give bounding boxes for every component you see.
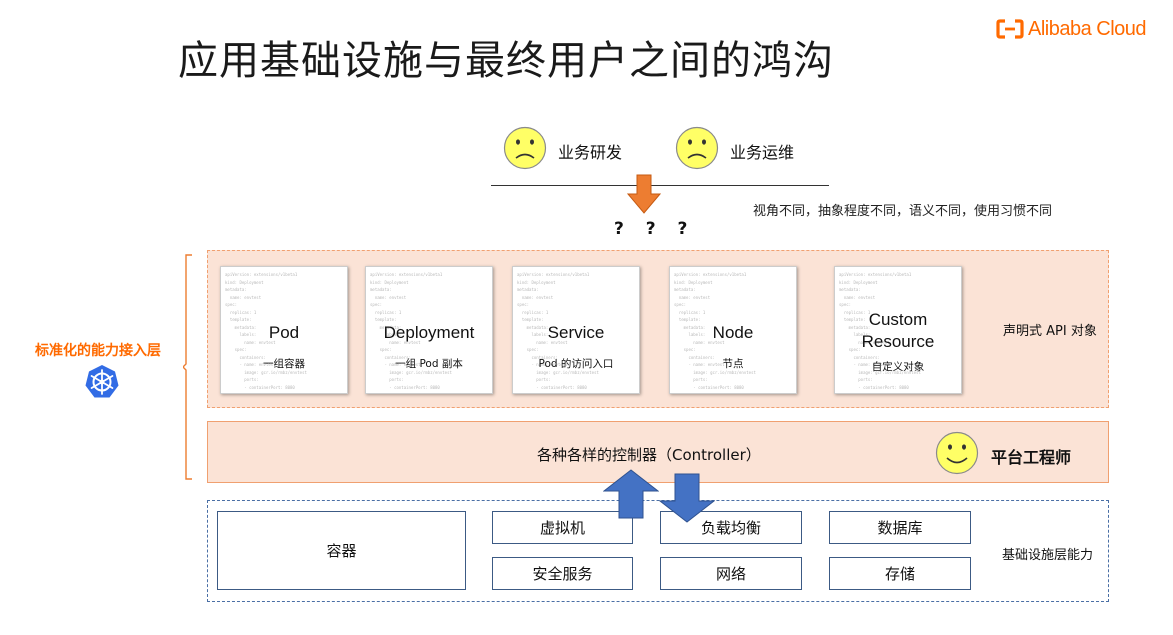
api-object-card-custom-resource[interactable]: apiVersion: extensions/v1beta1 kind: Dep… [834,266,962,394]
brand-logo: Alibaba Cloud [996,16,1147,42]
api-object-desc: 一组容器 [263,358,305,370]
api-object-card-service[interactable]: apiVersion: extensions/v1beta1 kind: Dep… [512,266,640,394]
gap-divider-line [491,185,829,186]
api-object-kind: Deployment [383,323,475,342]
api-object-desc: 自定义对象 [871,361,925,373]
api-object-desc: Pod 的访问入口 [538,358,614,370]
api-object-desc: 节点 [722,358,744,370]
infra-item-load-balancer[interactable]: 负载均衡 [660,511,802,544]
infra-item-vm[interactable]: 虚拟机 [492,511,633,544]
role-business-dev: 业务研发 [558,143,623,162]
question-marks: ? ? ? [614,219,696,239]
yaml-snippet: apiVersion: extensions/v1beta1 kind: Dep… [839,272,921,390]
infra-item-network[interactable]: 网络 [660,557,802,590]
sad-face-icon [503,126,547,170]
api-object-card-pod[interactable]: apiVersion: extensions/v1beta1 kind: Dep… [220,266,348,394]
difference-note: 视角不同，抽象程度不同，语义不同，使用习惯不同 [753,204,1053,219]
infra-item-database[interactable]: 数据库 [829,511,971,544]
infra-item-security[interactable]: 安全服务 [492,557,633,590]
api-object-card-deployment[interactable]: apiVersion: extensions/v1beta1 kind: Dep… [365,266,493,394]
infra-item-container[interactable]: 容器 [217,511,466,590]
page-title: 应用基础设施与最终用户之间的鸿沟 [178,38,834,84]
yaml-snippet: apiVersion: extensions/v1beta1 kind: Dep… [517,272,599,390]
platform-engineer-label: 平台工程师 [991,448,1072,467]
down-arrow-orange-icon [627,174,661,214]
alibaba-cloud-logo-icon [996,19,1024,39]
yaml-snippet: apiVersion: extensions/v1beta1 kind: Dep… [370,272,452,390]
brand-name: Alibaba Cloud [1028,17,1147,40]
yaml-snippet: apiVersion: extensions/v1beta1 kind: Dep… [225,272,307,390]
declarative-api-label: 声明式 API 对象 [1003,324,1097,339]
yaml-snippet: apiVersion: extensions/v1beta1 kind: Dep… [674,272,756,390]
infrastructure-label: 基础设施层能力 [1002,548,1094,563]
api-object-kind: Custom Resource [861,310,935,351]
api-object-kind: Service [547,323,605,342]
api-object-desc: 一组 Pod 副本 [395,358,463,370]
api-object-kind: Node [712,323,754,342]
role-business-ops: 业务运维 [730,143,795,162]
layer-bracket [183,254,192,480]
standard-access-layer-label: 标准化的能力接入层 [35,343,161,359]
kubernetes-helm-icon [85,365,119,398]
api-object-kind: Pod [268,323,300,342]
sad-face-icon [675,126,719,170]
up-arrow-blue-icon [603,469,659,519]
controller-label: 各种各样的控制器（Controller） [537,446,761,464]
down-arrow-blue-icon [659,473,715,523]
api-object-card-node[interactable]: apiVersion: extensions/v1beta1 kind: Dep… [669,266,797,394]
happy-face-icon [935,431,979,475]
infra-item-storage[interactable]: 存储 [829,557,971,590]
